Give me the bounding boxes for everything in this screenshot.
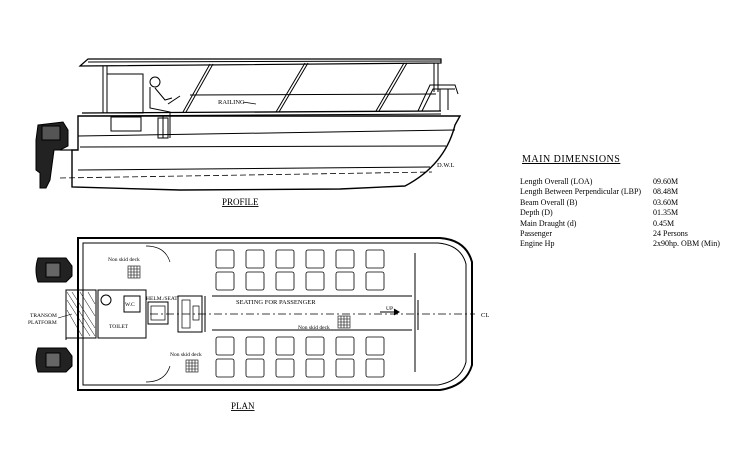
- dimension-value: 08.48M: [653, 187, 679, 197]
- helm-label: HELM./SEAT: [146, 296, 178, 302]
- dimension-row: Depth (D) 01.35M: [520, 208, 720, 218]
- transom-label-line2: PLATFORM: [28, 320, 57, 326]
- dimension-value: 03.60M: [653, 197, 679, 207]
- profile-caption: PROFILE: [222, 197, 259, 207]
- dimension-row: Passenger 24 Persons: [520, 229, 720, 239]
- dimension-value: 01.35M: [653, 208, 679, 218]
- railing-label: RAILING: [218, 99, 245, 106]
- dimension-label: Main Draught (d): [520, 218, 577, 228]
- dimension-row: Length Between Perpendicular (LBP) 08.48M: [520, 187, 720, 197]
- dimension-label: Length Overall (LOA): [520, 177, 593, 186]
- dimension-label: Length Between Perpendicular (LBP): [520, 187, 642, 197]
- dimension-row: Main Draught (d) 0.45M: [520, 219, 720, 229]
- profile-view: [35, 58, 462, 191]
- upper-seats: [215, 249, 385, 291]
- dimension-value: 24 Persons: [653, 229, 688, 239]
- cl-label: CL: [481, 312, 489, 319]
- non-skid-top-label: Non skid deck: [108, 257, 140, 263]
- dimension-row: Beam Overall (B) 03.60M: [520, 198, 720, 208]
- dimension-value: 2x90hp. OBM (Min): [653, 239, 720, 249]
- toilet-label: TOILET: [109, 324, 129, 330]
- dimension-value: 0.45M: [653, 218, 675, 228]
- plan-view: [35, 237, 475, 391]
- dimension-label: Beam Overall (B): [520, 197, 578, 207]
- dimension-row: Length Overall (LOA) 09.60M: [520, 177, 720, 187]
- dimension-label: Engine Hp: [520, 239, 555, 249]
- up-label: UP: [386, 306, 393, 312]
- dimension-value: 09.60M: [653, 177, 679, 186]
- dimension-label: Depth (D): [520, 208, 553, 218]
- dwl-label: D.W.L: [437, 162, 454, 169]
- dimension-row: Engine Hp 2x90hp. OBM (Min): [520, 239, 720, 249]
- lower-seats: [215, 336, 385, 378]
- non-skid-bottom-label: Non skid deck: [170, 352, 202, 358]
- wc-label: W.C: [125, 302, 135, 308]
- plan-caption: PLAN: [231, 401, 255, 411]
- non-skid-fwd-label: Non skid deck: [298, 325, 330, 331]
- main-dimensions-title: MAIN DIMENSIONS: [522, 154, 621, 165]
- transom-label-line1: TRANSOM: [30, 313, 57, 319]
- seating-label: SEATING FOR PASSENGER: [236, 299, 316, 306]
- dimension-label: Passenger: [520, 229, 552, 239]
